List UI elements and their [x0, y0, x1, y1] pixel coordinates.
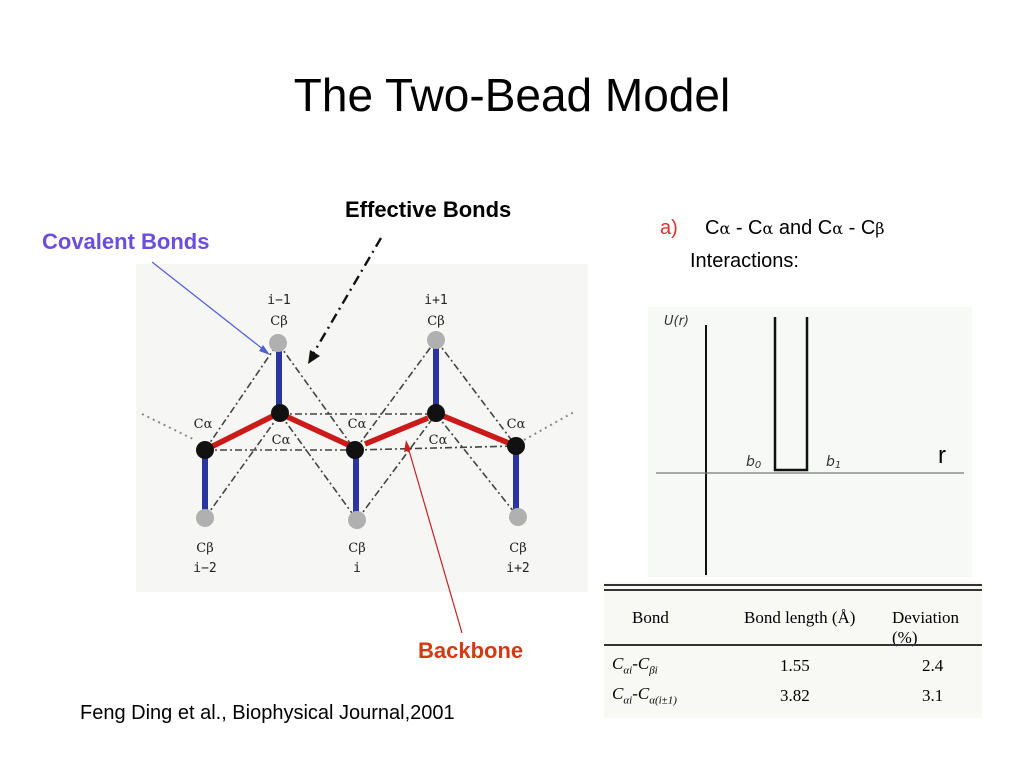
table-header-deviation: Deviation (%) [892, 608, 960, 647]
covalent-pointer-arrowhead [259, 345, 270, 355]
backbone-label: Backbone [418, 638, 524, 663]
two-bead-diagram: i−1 Cβ i+1 Cβ Cα Cα Cα Cα Cα Cβ Cβ Cβ i−… [136, 237, 588, 634]
index-label-bottom: i+2 [506, 561, 529, 576]
effective-bond [435, 413, 519, 518]
backbone-bond [434, 410, 518, 449]
table-header-bond: Bond [632, 608, 669, 627]
covalent-pointer-line [151, 261, 265, 351]
table-rule-top [604, 584, 982, 586]
effective-bonds [204, 339, 519, 521]
bead-beta [509, 508, 527, 526]
bead-label-alpha: Cα [507, 417, 526, 432]
chain-end-left [141, 413, 196, 441]
interactions-heading-line2: Interactions: [690, 250, 799, 272]
effective-pointer-line [311, 237, 383, 355]
index-label-bottom: i [353, 561, 361, 576]
table-rule-header [604, 644, 982, 646]
bead-label-alpha: Cα [272, 433, 291, 448]
table-header-length: Bond length (Å) [744, 608, 856, 627]
beads [196, 331, 527, 529]
backbone-bond [363, 415, 430, 447]
table-rule-top-double [604, 589, 982, 591]
covalent-bonds-label: Covalent Bonds [42, 229, 210, 254]
x-axis-label: r [938, 442, 946, 469]
index-label-top: i−1 [267, 293, 290, 308]
covalent-bonds [202, 342, 519, 520]
table-row-2-deviation: 3.1 [922, 686, 944, 705]
table-row-1-bond: Cαi-Cβi [612, 654, 658, 677]
effective-bonds-label: Effective Bonds [345, 197, 512, 222]
backbone-pointer-line [407, 446, 463, 634]
y-axis-label: U(r) [664, 314, 689, 329]
table-row-2-length: 3.82 [780, 686, 810, 705]
index-label-bottom: i−2 [193, 561, 216, 576]
bond-table: Bond Bond length (Å) Deviation (%) Cαi-C… [604, 582, 982, 718]
index-label-top: i+1 [424, 293, 447, 308]
backbone-bond [203, 410, 281, 453]
b1-label: b1 [826, 454, 841, 471]
bead-beta [196, 509, 214, 527]
energy-plot-svg: U(r) b0 b1 [656, 314, 964, 575]
bead-label-beta: Cβ [196, 541, 213, 556]
table-row-2-bond: Cαi-Cα(i±1) [612, 684, 677, 707]
b0-label: b0 [746, 454, 761, 471]
table-row-1-length: 1.55 [780, 656, 810, 675]
diagram-background [136, 264, 588, 592]
effective-bond [204, 413, 281, 519]
table-row-1-deviation: 2.4 [922, 656, 944, 675]
bead-label-alpha: Cα [348, 417, 367, 432]
backbone-bonds [203, 410, 518, 453]
bead-label-alpha: Cα [194, 417, 213, 432]
bead-alpha [271, 404, 289, 422]
square-well-potential [773, 317, 809, 472]
backbone-pointer-arrowhead [404, 440, 411, 452]
bead-alpha [507, 437, 525, 455]
effective-bond [354, 445, 517, 451]
energy-plot: U(r) b0 b1 [648, 307, 972, 577]
bead-beta [348, 511, 366, 529]
effective-bond [356, 413, 437, 521]
bead-label-beta: Cβ [509, 541, 526, 556]
bead-alpha [196, 441, 214, 459]
list-marker: a) [660, 217, 678, 239]
bead-label-alpha: Cα [429, 433, 448, 448]
bead-beta [427, 331, 445, 349]
bead-alpha [346, 441, 364, 459]
interactions-heading: Cα - Cα and Cα - Cβ [705, 217, 885, 239]
bead-label-beta: Cβ [348, 541, 365, 556]
bead-label-beta: Cβ [427, 314, 444, 329]
bead-label-beta: Cβ [270, 314, 287, 329]
effective-bond [279, 413, 358, 521]
backbone-bond [277, 410, 357, 451]
bead-beta [269, 334, 287, 352]
bead-alpha [427, 404, 445, 422]
effective-bond [204, 342, 279, 451]
effective-bond [277, 342, 356, 451]
effective-pointer-arrowhead [308, 350, 320, 364]
effective-bond [435, 339, 517, 447]
citation: Feng Ding et al., Biophysical Journal,20… [80, 702, 455, 724]
slide-title: The Two-Bead Model [293, 69, 731, 121]
